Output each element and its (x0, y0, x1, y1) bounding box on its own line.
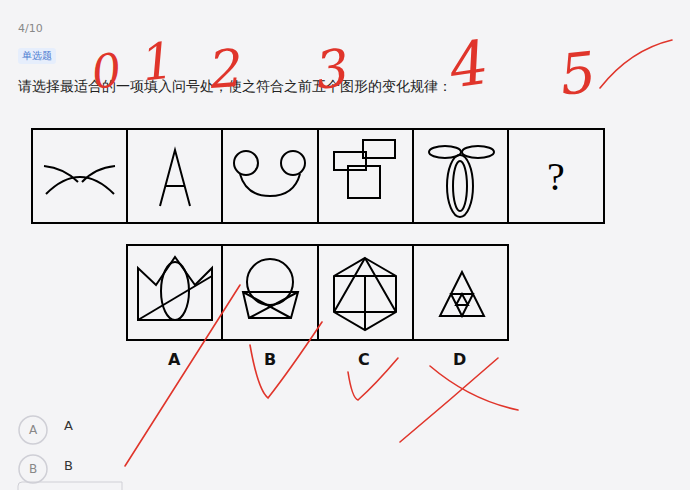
node-text: A (29, 423, 37, 437)
figure-row (32, 129, 604, 223)
radio-option: A (19, 416, 47, 444)
handwritten-number: 3 (313, 36, 352, 102)
option-label: A (168, 350, 180, 369)
progress-counter: 4/10 (18, 22, 43, 35)
answer-text: B (64, 458, 73, 474)
figure-strokes (44, 140, 494, 330)
handwritten-number: 0 (88, 42, 125, 101)
handwritten-number: 5 (557, 38, 599, 109)
option-label: C (358, 350, 370, 369)
option-label: B (264, 350, 276, 369)
handwritten-number: 4 (445, 26, 493, 103)
handwritten-number: 1 (139, 31, 177, 94)
answer-text: A (64, 418, 73, 434)
question-type-tag: 单选题 (18, 48, 56, 64)
handwritten-number: 2 (208, 37, 245, 102)
question-mark-cell: ? (509, 130, 603, 222)
radio-option: B (19, 455, 47, 483)
option-row (127, 245, 508, 340)
node-text: 单选题 (22, 49, 52, 63)
option-label: D (453, 350, 466, 369)
node-text: ? (547, 153, 565, 200)
node-text: B (29, 462, 37, 476)
